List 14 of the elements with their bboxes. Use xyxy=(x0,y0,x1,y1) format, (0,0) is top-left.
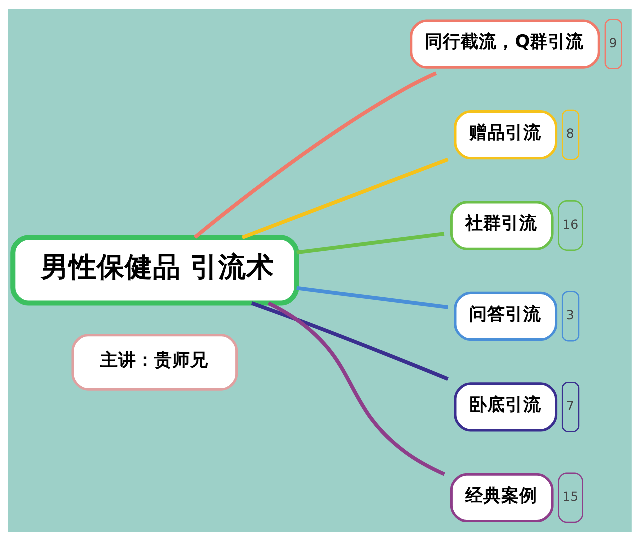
node-label: 3 xyxy=(566,308,574,323)
node-label: 15 xyxy=(562,489,579,504)
connector xyxy=(296,286,449,310)
connector xyxy=(194,72,438,239)
connector xyxy=(242,158,449,240)
node-label: 8 xyxy=(566,126,574,142)
node-label: 7 xyxy=(566,398,574,414)
connector xyxy=(268,302,446,476)
node-box: 男性保健品 引流术 xyxy=(10,235,300,306)
connector xyxy=(251,302,449,381)
connector xyxy=(296,232,445,255)
node-label: 9 xyxy=(609,35,618,50)
node-label: 16 xyxy=(562,216,579,232)
node-box: 主讲：贵师兄 xyxy=(72,334,238,391)
